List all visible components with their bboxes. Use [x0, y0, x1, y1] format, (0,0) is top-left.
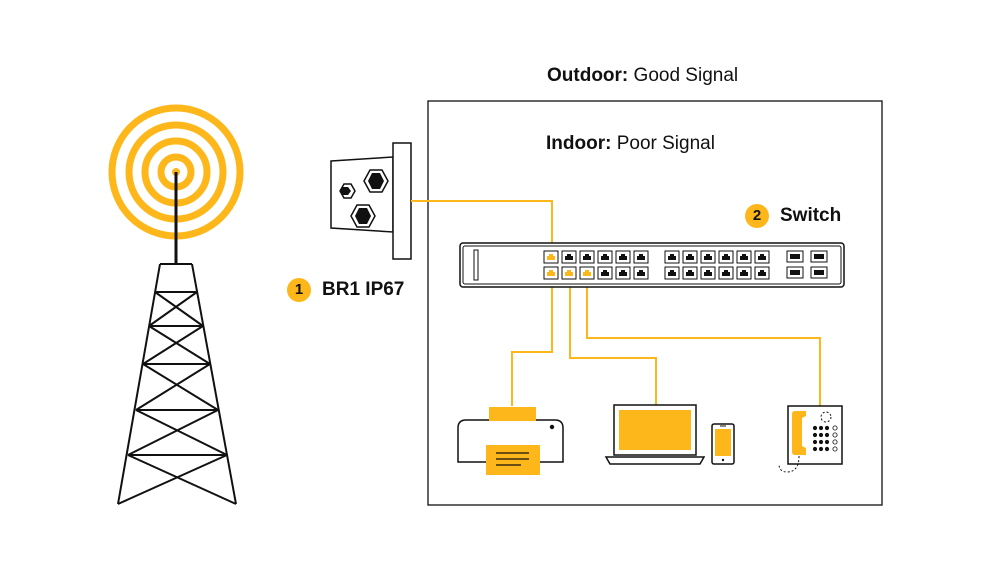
- keypad-key: [818, 446, 824, 452]
- switch-port: [615, 250, 631, 264]
- switch-port: [543, 250, 559, 264]
- switch-port: [718, 250, 734, 264]
- keypad-key: [812, 425, 818, 431]
- switch-port: [561, 250, 577, 264]
- switch-port: [682, 266, 698, 280]
- keypad-key: [824, 446, 830, 452]
- network-cables: [411, 200, 821, 406]
- switch-port: [718, 266, 734, 280]
- keypad-key: [824, 439, 830, 445]
- switch-port: [615, 266, 631, 280]
- switch-port: [664, 266, 680, 280]
- outdoor-prefix: Outdoor:: [547, 65, 629, 86]
- switch-port: [736, 266, 752, 280]
- cell-tower-icon: [108, 104, 244, 505]
- keypad-key: [824, 425, 830, 431]
- keypad-key: [812, 446, 818, 452]
- switch-port: [754, 266, 770, 280]
- callout-label-br1: BR1 IP67: [322, 279, 405, 300]
- switch-port: [754, 250, 770, 264]
- switch-port: [633, 266, 649, 280]
- callout-badge-2: 2: [745, 204, 769, 228]
- function-key: [832, 425, 838, 431]
- switch-port: [597, 266, 613, 280]
- switch-port: [543, 266, 559, 280]
- callout-label-switch: Switch: [780, 205, 842, 226]
- keypad-key: [818, 425, 824, 431]
- network-switch-icon: [459, 242, 845, 288]
- keypad-key: [812, 439, 818, 445]
- switch-port: [700, 266, 716, 280]
- outdoor-text: Good Signal: [628, 65, 739, 86]
- switch-port: [597, 250, 613, 264]
- function-key: [832, 439, 838, 445]
- desk-phone-icon: [778, 405, 843, 473]
- switch-port: [633, 250, 649, 264]
- keypad-key: [818, 432, 824, 438]
- switch-port: [561, 266, 577, 280]
- keypad-key: [824, 432, 830, 438]
- keypad-key: [812, 432, 818, 438]
- switch-port: [579, 250, 595, 264]
- indoor-text: Poor Signal: [611, 133, 715, 154]
- outdoor-label: Outdoor: Good Signal: [547, 66, 738, 85]
- function-key: [832, 432, 838, 438]
- smartphone-icon: [711, 423, 735, 465]
- switch-port: [664, 250, 680, 264]
- laptop-icon: [604, 404, 706, 465]
- indoor-boundary: [427, 100, 883, 506]
- indoor-prefix: Indoor:: [546, 133, 612, 154]
- keypad-key: [818, 439, 824, 445]
- switch-port: [579, 266, 595, 280]
- switch-port: [700, 250, 716, 264]
- function-key: [832, 446, 838, 452]
- switch-port: [736, 250, 752, 264]
- callout-badge-1: 1: [287, 278, 311, 302]
- printer-icon: [457, 407, 564, 475]
- router-icon: [330, 142, 412, 260]
- indoor-label: Indoor: Poor Signal: [546, 134, 715, 153]
- switch-port: [682, 250, 698, 264]
